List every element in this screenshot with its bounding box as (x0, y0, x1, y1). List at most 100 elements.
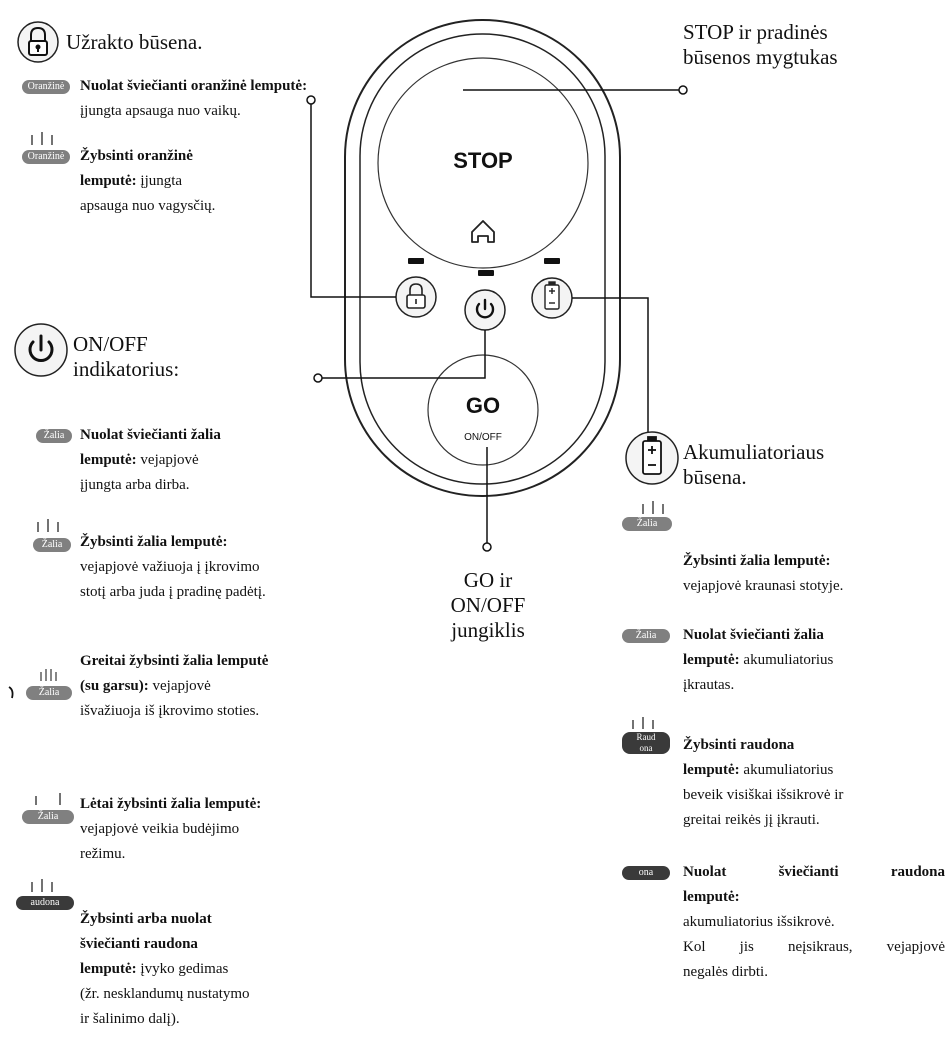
battery-item-4: Nuolat šviečianti raudona lemputė: akumu… (683, 860, 945, 985)
battery-item-2-heading: Nuolat šviečianti žalia (683, 627, 824, 643)
battery-item-3-text-1: akumuliatorius (739, 762, 834, 778)
battery-item-3: Žybsinti raudona lemputė: akumuliatorius… (683, 733, 943, 833)
lock-item-2-heading-2: lemputė: (80, 173, 137, 189)
power-title-line-2: indikatorius: (73, 357, 180, 381)
battery-item-1-heading: Žybsinti žalia lemputė: (683, 553, 831, 569)
red-led-pill-1: audona (16, 896, 74, 910)
power-icon (28, 334, 54, 362)
battery-item-1: Žybsinti žalia lemputė: vejapjovė krauna… (683, 549, 943, 599)
battery-item-2: Nuolat šviečianti žalia lemputė: akumuli… (683, 623, 943, 698)
go-callout-line-1: GO ir (463, 568, 513, 592)
blink-ticks-battery-3 (632, 717, 654, 729)
battery-item-3-text-3: greitai reikės jį įkrauti. (683, 812, 820, 828)
power-item-2-text-2: stotį arba juda į pradinę padėtį. (80, 584, 266, 600)
go-callout: GO ir ON/OFF jungiklis (420, 568, 556, 643)
lock-item-2-heading: Žybsinti oranžinė (80, 148, 193, 164)
battery-item-4-heading-2: lemputė: (683, 889, 740, 905)
power-item-1-heading-2: lemputė: (80, 452, 137, 468)
battery-title: Akumuliatoriaus būsena. (683, 440, 933, 490)
go-callout-line-3: jungiklis (451, 618, 525, 642)
battery-title-line-1: Akumuliatoriaus (683, 440, 825, 464)
power-item-4: Lėtai žybsinti žalia lemputė: vejapjovė … (80, 792, 360, 867)
power-item-3-text-1: vejapjovė (148, 678, 211, 694)
blink-ticks-power-3 (40, 669, 57, 681)
battery-connector (572, 297, 649, 432)
lock-led (408, 258, 424, 264)
green-led-pill-1: Žalia (36, 429, 72, 443)
power-item-3-text-2: išvažiuoja iš įkrovimo stoties. (80, 703, 260, 719)
power-item-2: Žybsinti žalia lemputė: vejapjovė važiuo… (80, 530, 360, 605)
power-item-4-text-2: režimu. (80, 846, 126, 862)
lock-item-2-text-2: apsauga nuo vagysčių. (80, 198, 216, 214)
orange-led-pill-2: Oranžinė (22, 150, 70, 164)
battery-item-4-text-2: Kol jis neįsikraus, vejapjovė (683, 939, 945, 955)
power-item-1-text-2: įjungta arba dirba. (80, 477, 190, 493)
lock-item-1: Nuolat šviečianti oranžinė lemputė: įjun… (80, 74, 410, 124)
stop-label: STOP (453, 148, 513, 173)
battery-item-4-text-1: akumuliatorius išsikrovė. (683, 914, 835, 930)
battery-item-2-text-1: akumuliatorius (739, 652, 834, 668)
sound-icon (8, 686, 14, 699)
power-item-5-text-3: ir šalinimo dalį). (80, 1011, 180, 1027)
power-item-2-text-1: vejapjovė važiuoja į įkrovimo (80, 559, 260, 575)
battery-led (544, 258, 560, 264)
green-led-pill-5: Žalia (622, 517, 672, 531)
power-item-5-text-2: (žr. nesklandumų nustatymo (80, 986, 250, 1002)
green-led-pill-2: Žalia (33, 538, 71, 552)
battery-item-3-heading: Žybsinti raudona (683, 737, 795, 753)
go-button (427, 354, 539, 466)
power-item-2-heading: Žybsinti žalia lemputė: (80, 534, 228, 550)
green-led-pill-6: Žalia (622, 629, 670, 643)
lock-item-1-text: įjungta apsauga nuo vaikų. (80, 103, 241, 119)
power-connector (318, 330, 486, 379)
stop-callout-line-2: būsenos mygtukas (683, 45, 838, 69)
power-item-1: Nuolat šviečianti žalia lemputė: vejapjo… (80, 423, 320, 498)
power-item-4-heading: Lėtai žybsinti žalia lemputė: (80, 796, 262, 812)
power-led (478, 270, 494, 276)
battery-item-4-text-3: negalės dirbti. (683, 964, 768, 980)
power-item-5-heading-3: lemputė: (80, 961, 137, 977)
stop-callout-line-1: STOP ir pradinės (683, 20, 828, 44)
battery-button-icon (544, 281, 560, 310)
battery-item-2-text-2: įkrautas. (683, 677, 735, 693)
red-led-pill-2-line-2: ona (639, 743, 653, 753)
blink-ticks-lock-2 (31, 132, 53, 145)
power-title: ON/OFF indikatorius: (73, 332, 179, 382)
green-led-pill-4: Žalia (22, 810, 74, 824)
power-item-5-text-1: įvyko gedimas (136, 961, 229, 977)
battery-item-3-heading-2: lemputė: (683, 762, 740, 778)
lock-button-icon (406, 283, 426, 309)
go-label: GO (466, 393, 500, 418)
blink-ticks-battery-1 (642, 501, 664, 514)
red-led-pill-2: Raud ona (622, 732, 670, 754)
lock-item-2-text-1: įjungta (136, 173, 183, 189)
stop-callout: STOP ir pradinės būsenos mygtukas (683, 20, 933, 70)
power-button-icon (475, 298, 495, 319)
battery-item-3-text-2: beveik visiškai išsikrovė ir (683, 787, 844, 803)
orange-led-pill-1: Oranžinė (22, 80, 70, 94)
lock-item-1-heading: Nuolat šviečianti oranžinė lemputė: (80, 78, 308, 94)
power-item-4-text-1: vejapjovė veikia budėjimo (80, 821, 240, 837)
lock-icon (28, 26, 48, 56)
go-callout-line-2: ON/OFF (450, 593, 526, 617)
battery-title-line-2: būsena. (683, 465, 747, 489)
lock-connector (310, 100, 396, 298)
power-item-1-text-1: vejapjovė (136, 452, 199, 468)
power-item-3-heading-2: (su garsu): (80, 678, 149, 694)
go-sub-label: ON/OFF (464, 432, 502, 443)
lock-item-2: Žybsinti oranžinė lemputė: įjungta apsau… (80, 144, 300, 219)
power-title-line-1: ON/OFF (73, 332, 148, 356)
green-led-pill-3: Žalia (26, 686, 72, 700)
power-item-5-heading-1: Žybsinti arba nuolat (80, 911, 212, 927)
battery-item-1-text: vejapjovė kraunasi stotyje. (683, 578, 844, 594)
home-icon (471, 220, 495, 243)
battery-item-2-heading-2: lemputė: (683, 652, 740, 668)
blink-ticks-power-2 (37, 519, 59, 532)
power-item-5: Žybsinti arba nuolat šviečianti raudona … (80, 907, 360, 1032)
battery-item-4-heading: Nuolat šviečianti raudona (683, 864, 945, 880)
blink-ticks-power-5 (31, 879, 53, 892)
lock-title: Užrakto būsena. (66, 30, 203, 54)
power-item-1-heading: Nuolat šviečianti žalia (80, 427, 221, 443)
power-item-5-heading-2: šviečianti raudona (80, 936, 198, 952)
